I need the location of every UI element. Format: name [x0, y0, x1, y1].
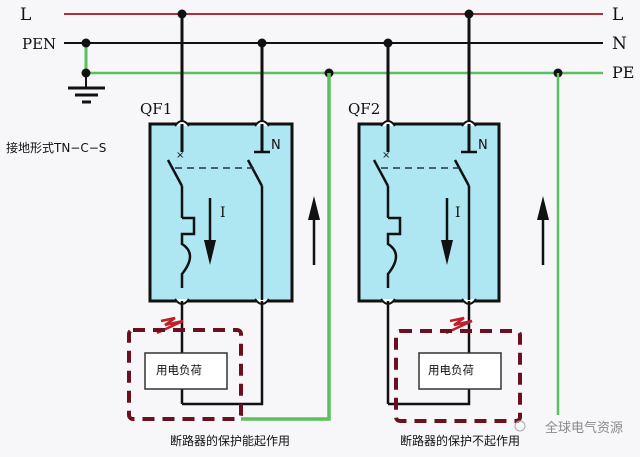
load-label: 用电负荷: [428, 363, 474, 377]
watermark-text: 全球电气资源: [545, 420, 623, 436]
breaker-qf1: × N I: [148, 14, 294, 305]
neutral-label: N: [478, 138, 488, 153]
label-PE-right: PE: [612, 63, 634, 82]
breaker-qf1-label: QF1: [140, 100, 172, 118]
current-label: I: [220, 205, 226, 221]
watermark-logo-icon: [514, 420, 526, 432]
label-PEN: PEN: [22, 35, 56, 53]
current-down-arrow-icon: [204, 198, 216, 265]
fault-area-box: [394, 329, 522, 423]
current-up-arrow-icon: [308, 196, 320, 265]
label-L-left: L: [20, 5, 31, 25]
breaker-qf2: × N I: [357, 14, 501, 305]
fault-area-box: [127, 328, 243, 421]
grounding-type-label: 接地形式TN−C−S: [6, 140, 106, 155]
ground-icon: [68, 86, 105, 104]
neutral-label: N: [271, 138, 281, 153]
svg-text:×: ×: [176, 150, 184, 161]
breaker-body: [148, 122, 294, 303]
breaker-body: [357, 122, 501, 303]
caption-qf1: 断路器的保护能起作用: [170, 433, 290, 448]
fault-spark-icon: [156, 316, 184, 335]
load-box: [418, 352, 502, 390]
load-label: 用电负荷: [156, 363, 202, 377]
junction-dot: [81, 38, 91, 48]
fault-spark-icon: [445, 316, 473, 335]
breaker-qf2-label: QF2: [348, 100, 380, 118]
label-L-right: L: [612, 5, 623, 25]
svg-text:×: ×: [382, 150, 390, 161]
current-label: I: [455, 205, 461, 221]
current-down-arrow-icon: [441, 198, 453, 265]
load-box: [144, 352, 228, 390]
label-N-right: N: [612, 34, 627, 54]
caption-qf2: 断路器的保护不起作用: [400, 433, 520, 448]
junction-dot: [81, 68, 91, 78]
pe-return-path: [241, 73, 331, 421]
current-up-arrow-icon: [537, 196, 549, 265]
